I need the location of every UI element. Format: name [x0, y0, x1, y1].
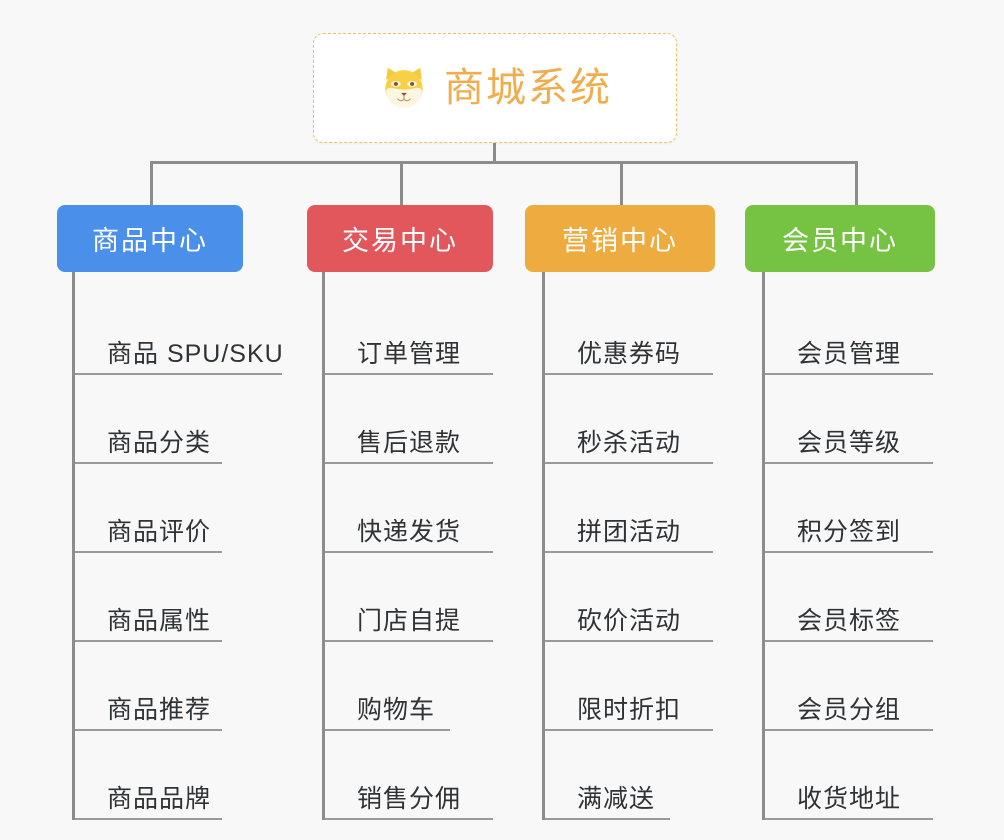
connector-horizontal-bus — [150, 161, 858, 164]
leaf-label: 会员等级 — [797, 428, 902, 457]
leaf-list-3: 优惠券码 秒杀活动 拼团活动 砍价活动 限时折扣 满减送 — [542, 272, 765, 820]
leaf-label: 满减送 — [577, 784, 656, 813]
leaf-label: 商品品牌 — [107, 784, 212, 813]
branch-header-label-2: 交易中心 — [342, 226, 458, 256]
leaf-item[interactable]: 优惠券码 — [545, 286, 765, 375]
leaf-label: 会员管理 — [797, 339, 902, 368]
branch-header-label-1: 商品中心 — [92, 226, 208, 256]
leaf-label: 限时折扣 — [577, 695, 682, 724]
leaf-item[interactable]: 商品评价 — [75, 464, 297, 553]
leaf-item[interactable]: 会员管理 — [765, 286, 985, 375]
dog-face-icon — [385, 67, 423, 108]
leaf-label: 购物车 — [357, 695, 436, 724]
leaf-item[interactable]: 销售分佣 — [325, 731, 547, 820]
leaf-label: 商品评价 — [107, 517, 212, 546]
branch-column-3: 营销中心 优惠券码 秒杀活动 拼团活动 砍价活动 限时折扣 满减送 — [525, 205, 765, 820]
branch-header-4[interactable]: 会员中心 — [745, 205, 935, 272]
leaf-label: 拼团活动 — [577, 517, 682, 546]
connector-root-stem — [493, 143, 496, 163]
branch-header-2[interactable]: 交易中心 — [307, 205, 493, 272]
leaf-label: 积分签到 — [797, 517, 902, 546]
leaf-label: 门店自提 — [357, 606, 462, 635]
leaf-item[interactable]: 秒杀活动 — [545, 375, 765, 464]
leaf-item[interactable]: 限时折扣 — [545, 642, 765, 731]
branch-column-4: 会员中心 会员管理 会员等级 积分签到 会员标签 会员分组 收货地址 — [745, 205, 985, 820]
leaf-label: 会员标签 — [797, 606, 902, 635]
leaf-item[interactable]: 门店自提 — [325, 553, 547, 642]
leaf-item[interactable]: 满减送 — [545, 731, 765, 820]
branch-header-label-3: 营销中心 — [562, 226, 678, 256]
leaf-item[interactable]: 购物车 — [325, 642, 547, 731]
connector-drop-2 — [400, 161, 403, 207]
leaf-label: 快递发货 — [357, 517, 462, 546]
branch-header-3[interactable]: 营销中心 — [525, 205, 715, 272]
leaf-item[interactable]: 售后退款 — [325, 375, 547, 464]
connector-drop-1 — [150, 161, 153, 207]
connector-drop-3 — [620, 161, 623, 207]
leaf-item[interactable]: 会员标签 — [765, 553, 985, 642]
leaf-item[interactable]: 商品品牌 — [75, 731, 297, 820]
leaf-item[interactable]: 商品 SPU/SKU — [75, 286, 297, 375]
leaf-label: 订单管理 — [357, 339, 462, 368]
leaf-label: 秒杀活动 — [577, 428, 682, 457]
leaf-label: 收货地址 — [797, 784, 902, 813]
leaf-item[interactable]: 商品推荐 — [75, 642, 297, 731]
leaf-label: 商品属性 — [107, 606, 212, 635]
leaf-label: 优惠券码 — [577, 339, 682, 368]
leaf-item[interactable]: 会员等级 — [765, 375, 985, 464]
leaf-item[interactable]: 快递发货 — [325, 464, 547, 553]
branch-column-2: 交易中心 订单管理 售后退款 快递发货 门店自提 购物车 销售分佣 — [307, 205, 547, 820]
leaf-label: 砍价活动 — [577, 606, 682, 635]
leaf-label: 会员分组 — [797, 695, 902, 724]
branch-column-1: 商品中心 商品 SPU/SKU 商品分类 商品评价 商品属性 商品推荐 商品品牌 — [57, 205, 297, 820]
leaf-label: 售后退款 — [357, 428, 462, 457]
leaf-label: 商品分类 — [107, 428, 212, 457]
leaf-item[interactable]: 会员分组 — [765, 642, 985, 731]
leaf-item[interactable]: 砍价活动 — [545, 553, 765, 642]
leaf-list-1: 商品 SPU/SKU 商品分类 商品评价 商品属性 商品推荐 商品品牌 — [72, 272, 297, 820]
leaf-label: 商品 SPU/SKU — [107, 339, 284, 368]
leaf-item[interactable]: 收货地址 — [765, 731, 985, 820]
branch-header-label-4: 会员中心 — [782, 226, 898, 256]
leaf-label: 商品推荐 — [107, 695, 212, 724]
root-node[interactable]: 商城系统 — [313, 33, 677, 143]
leaf-item[interactable]: 拼团活动 — [545, 464, 765, 553]
branch-header-1[interactable]: 商品中心 — [57, 205, 243, 272]
leaf-item[interactable]: 商品分类 — [75, 375, 297, 464]
leaf-item[interactable]: 积分签到 — [765, 464, 985, 553]
root-title: 商城系统 — [444, 66, 612, 110]
leaf-list-2: 订单管理 售后退款 快递发货 门店自提 购物车 销售分佣 — [322, 272, 547, 820]
leaf-list-4: 会员管理 会员等级 积分签到 会员标签 会员分组 收货地址 — [762, 272, 985, 820]
leaf-item[interactable]: 商品属性 — [75, 553, 297, 642]
connector-drop-4 — [855, 161, 858, 207]
leaf-item[interactable]: 订单管理 — [325, 286, 547, 375]
leaf-label: 销售分佣 — [357, 784, 462, 813]
